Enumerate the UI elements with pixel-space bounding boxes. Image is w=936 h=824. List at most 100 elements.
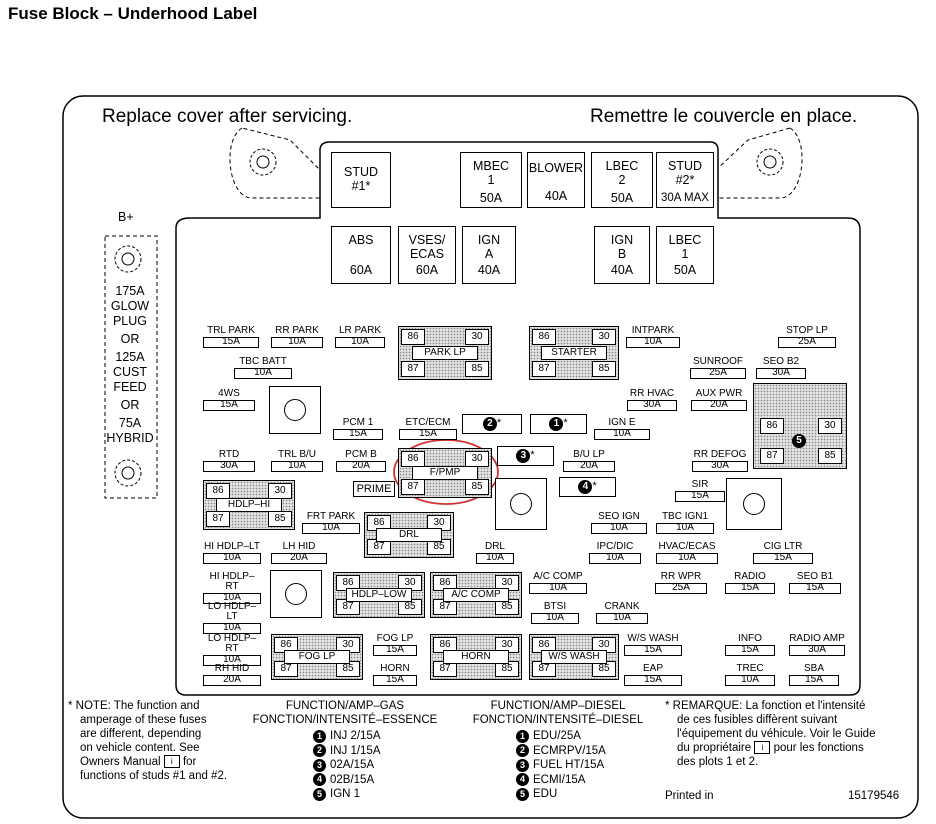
manual-icon: i	[163, 755, 180, 769]
relay-pin: 85	[398, 599, 422, 615]
relay-pin: 30	[427, 515, 451, 531]
relay-pin: 30	[592, 637, 616, 653]
header-left: Replace cover after servicing.	[102, 106, 353, 127]
relay-pin: 85	[465, 479, 489, 495]
relay-pin: 30	[465, 451, 489, 467]
relay-label: HORN	[443, 650, 509, 664]
note-french: * REMARQUE: La fonction et l'intensité d…	[665, 700, 876, 768]
relay-pin: 87	[401, 361, 425, 377]
relay-label: HDLP–HI	[216, 498, 282, 512]
printed-in: Printed in	[665, 790, 714, 802]
relay-pin: 85	[268, 511, 292, 527]
header-right: Remettre le couvercle en place.	[590, 106, 858, 127]
fuse-slot-4: 4*	[559, 477, 616, 497]
relay-pin: 86	[532, 329, 556, 345]
bplus-label: B+	[118, 210, 134, 224]
relay-label: W/S WASH	[541, 650, 607, 664]
relay-pin: 30	[465, 329, 489, 345]
relay-pin: 85	[336, 661, 360, 677]
relay-label: STARTER	[541, 346, 607, 360]
relay-pin: 86	[401, 329, 425, 345]
note-english: * NOTE: The function and amperage of the…	[68, 700, 228, 782]
socket-right	[726, 478, 782, 530]
relay-label: F/PMP	[412, 466, 478, 480]
relay-label: A/C COMP	[443, 588, 509, 602]
relay-pin: 85	[592, 661, 616, 677]
relay-pin: 86	[532, 637, 556, 653]
socket-left-upper	[269, 386, 321, 434]
relay-pin: 85	[495, 599, 519, 615]
socket-center	[495, 478, 547, 530]
relay-pin: 30	[268, 483, 292, 499]
relay-pin: 30	[592, 329, 616, 345]
relay-label: HDLP–LOW	[346, 588, 412, 602]
relay-label: FOG LP	[284, 650, 350, 664]
relay-pin: 85	[592, 361, 616, 377]
relay-5: 86 30 87 85 5	[753, 383, 847, 469]
fuse-stud-1: STUD#1*	[331, 152, 391, 208]
page-title: Fuse Block – Underhood Label	[8, 4, 258, 23]
fuse-slot-2: 2*	[462, 414, 522, 434]
fuse-stud-2: STUD#2*30A MAX	[656, 152, 714, 208]
part-number: 15179546	[848, 790, 900, 802]
relay-pin: 86	[206, 483, 230, 499]
relay-label: DRL	[376, 528, 442, 542]
relay-pin: 30	[398, 575, 422, 591]
relay-pin: 87	[206, 511, 230, 527]
socket-left-lower	[270, 570, 322, 618]
prime-label: PRIME	[353, 481, 395, 497]
